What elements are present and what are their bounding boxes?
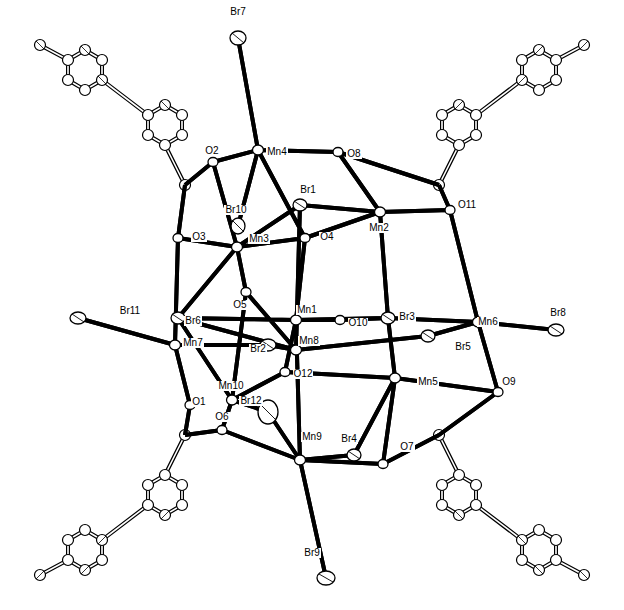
atom-label: Br7	[229, 7, 247, 17]
ellipsoid-octants	[72, 33, 562, 582]
atom-label: Mn7	[182, 338, 203, 348]
atom-label: O3	[191, 232, 206, 242]
atom-label: Mn1	[296, 305, 317, 315]
atom-label: O7	[399, 442, 414, 452]
atom-label: Mn4	[266, 147, 287, 157]
atom-label: Br2	[249, 344, 267, 354]
ligand-ring	[35, 40, 191, 191]
atom-label: O12	[293, 369, 314, 379]
atom-label: Br8	[549, 308, 567, 318]
atom-label: Br1	[299, 185, 317, 195]
atom-label: Mn10	[217, 381, 244, 391]
atom-label: O1	[191, 397, 206, 407]
atom-label: Mn8	[298, 336, 319, 346]
atom-label: Br12	[239, 396, 262, 406]
ligand-ring	[35, 430, 191, 581]
atom-label: O8	[346, 149, 361, 159]
atom-label: Mn9	[301, 432, 322, 442]
atom-label: O4	[319, 232, 334, 242]
atom-label: Br5	[454, 342, 472, 352]
atom-label: Mn2	[368, 223, 389, 233]
atom-label: Br9	[303, 548, 321, 558]
atom-label: O10	[348, 318, 369, 328]
atom-label: O2	[204, 146, 219, 156]
atom-label: Br10	[224, 205, 247, 215]
atom-label: Mn6	[477, 317, 498, 327]
atom-label: Br3	[398, 312, 416, 322]
atom-ellipsoids	[70, 31, 564, 585]
bond-lines	[78, 38, 556, 578]
ligand-ring	[434, 40, 590, 191]
atom-label: Br4	[340, 434, 358, 444]
atom-label: Br11	[119, 306, 141, 316]
atom-label: Mn3	[248, 234, 269, 244]
atom-label: Mn5	[417, 377, 438, 387]
atom-label: Br6	[184, 316, 202, 326]
ligand-ring	[434, 430, 590, 581]
atom-label: O5	[232, 300, 247, 310]
atom-label: O9	[501, 377, 516, 387]
atom-label: O11	[457, 200, 477, 210]
atom-label: O6	[214, 412, 229, 422]
